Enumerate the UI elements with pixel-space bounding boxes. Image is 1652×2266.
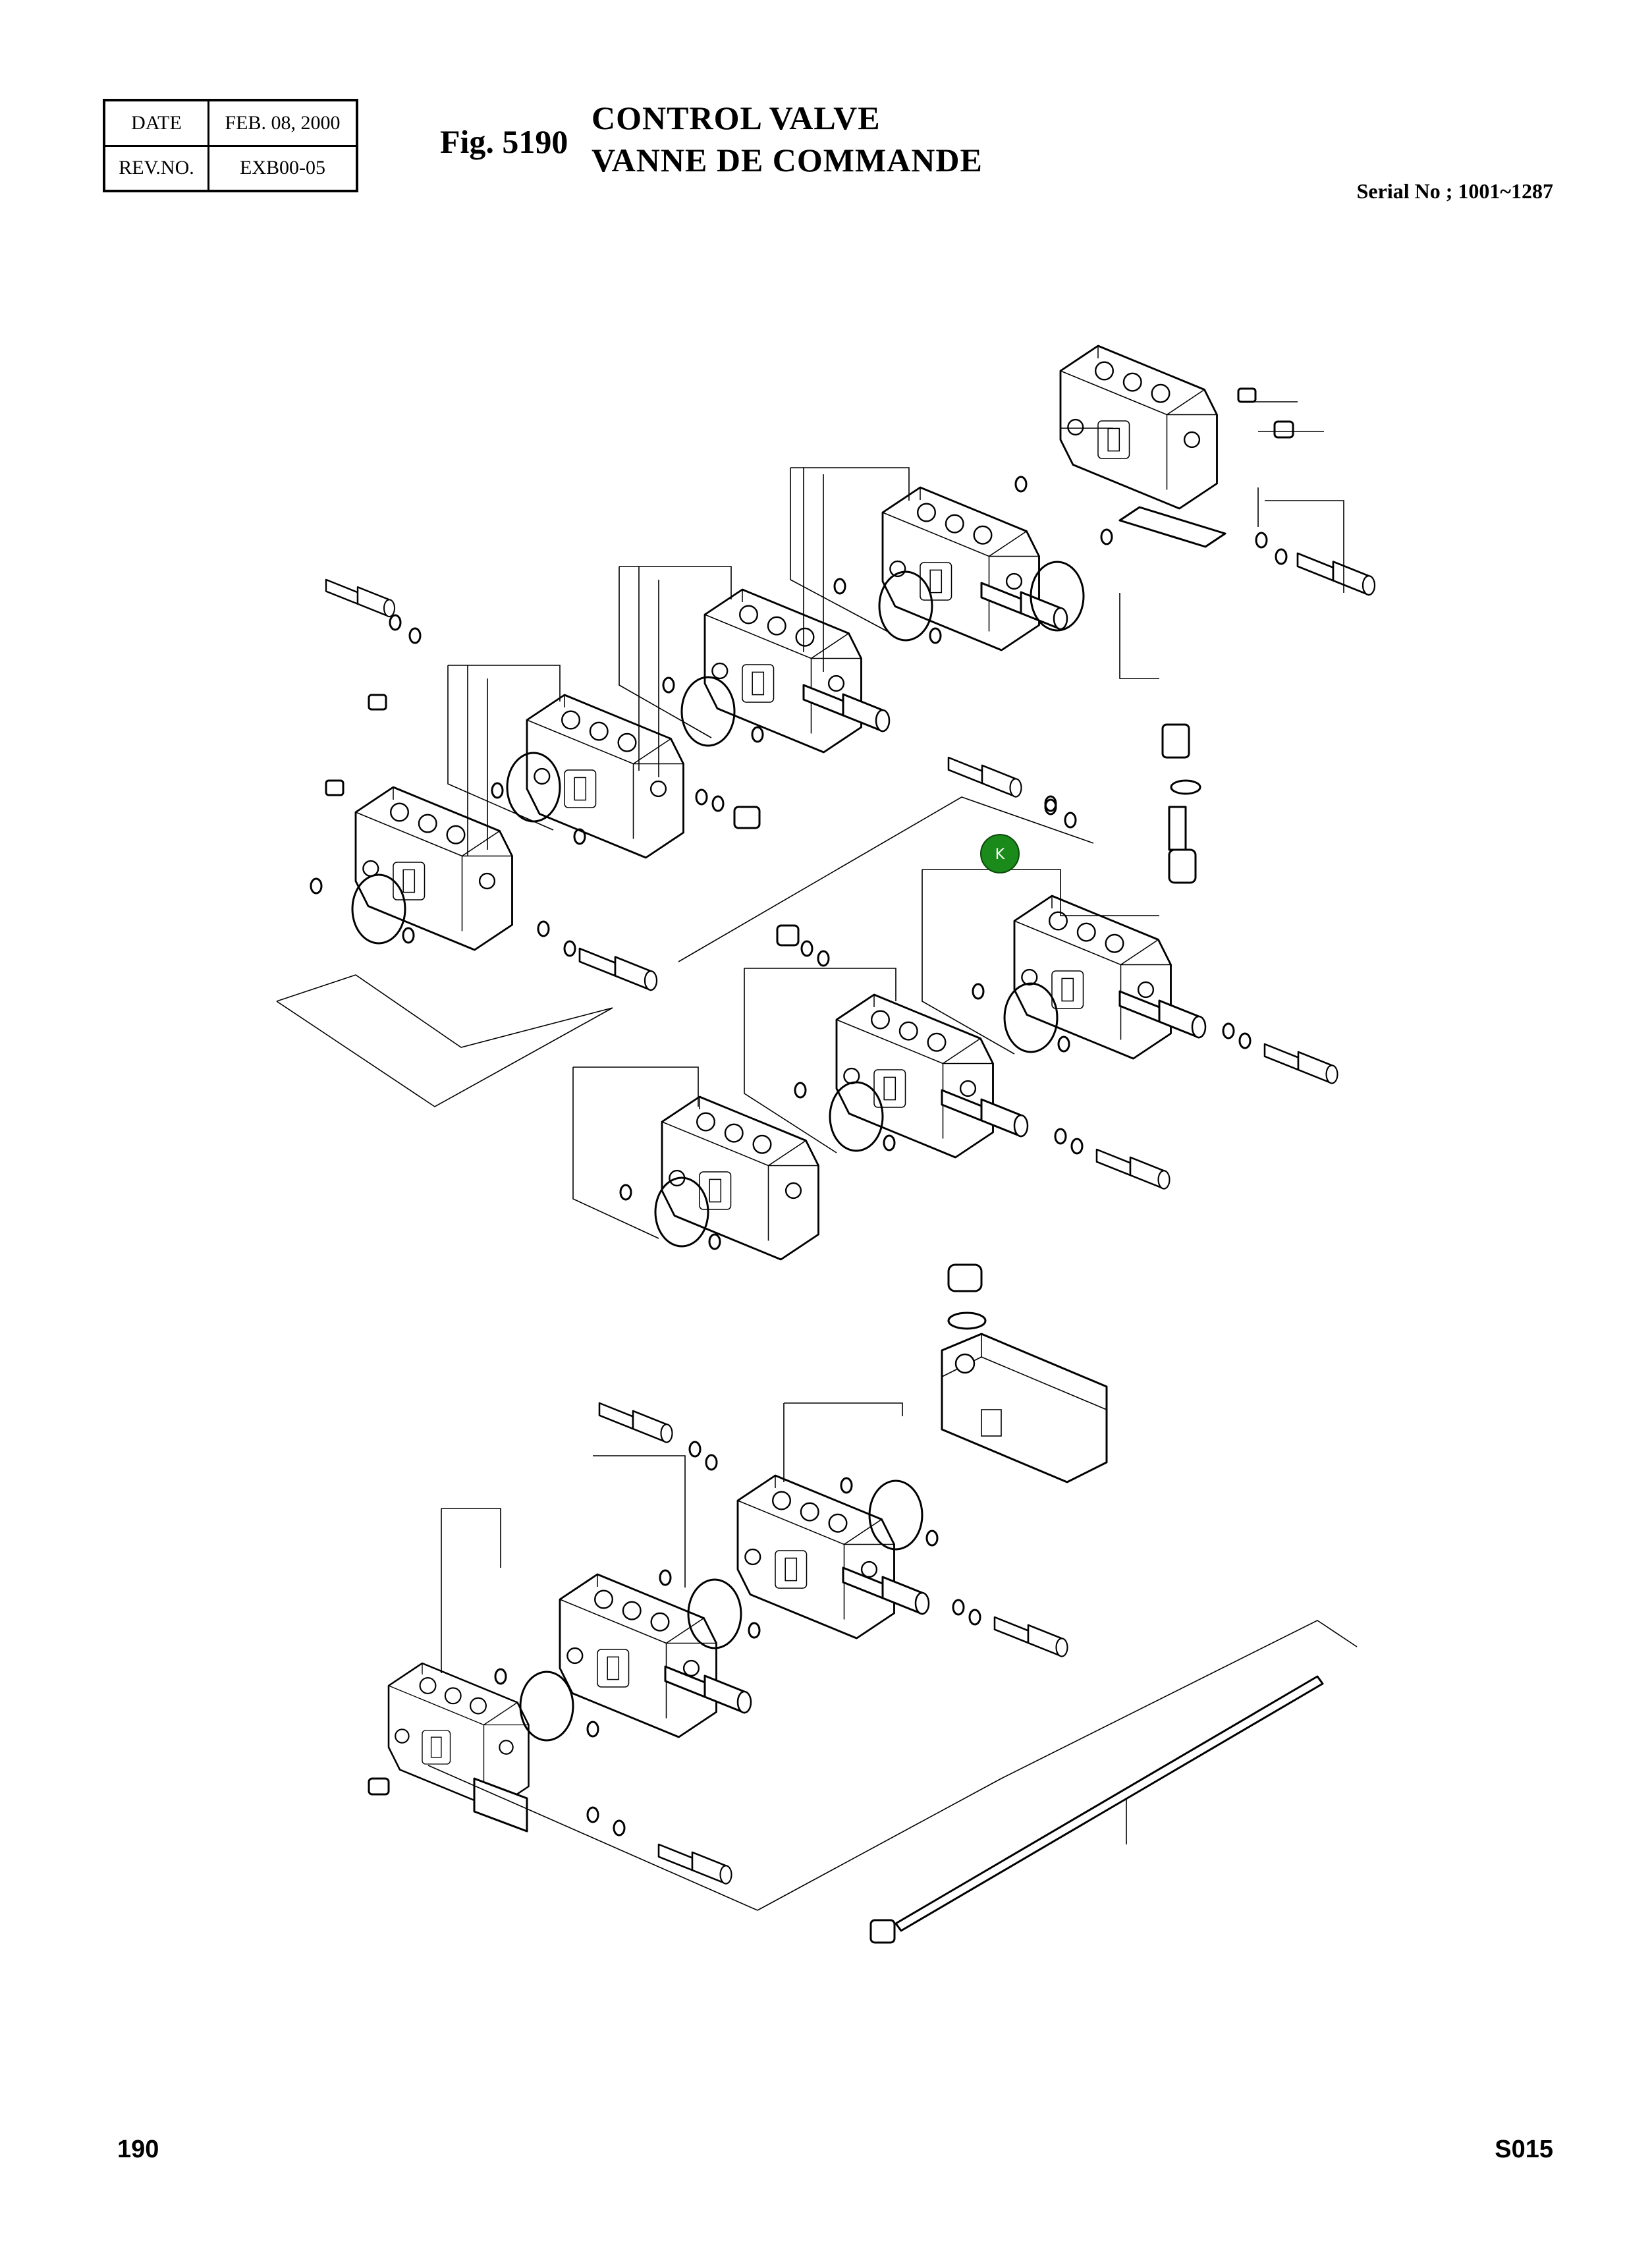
lower-section-1 [736, 1474, 930, 1640]
upper-section-2 [703, 588, 891, 754]
inlet-section-top [1059, 345, 1226, 548]
upper-end-section [354, 786, 513, 951]
outlet-section-bottom [941, 1333, 1108, 1483]
figure-number: Fig. 5190 [440, 123, 568, 160]
page-number: 190 [117, 2136, 159, 2163]
middle-section-2 [835, 993, 1029, 1159]
date-label: DATE [103, 99, 209, 147]
title-english: CONTROL VALVE [592, 99, 881, 136]
callout-badge-k: K [980, 834, 1020, 873]
lower-end-section [387, 1662, 530, 1833]
leader-lines [276, 401, 1358, 1911]
callout-badge-label: K [995, 846, 1005, 863]
section-code: S015 [1495, 2136, 1553, 2163]
serial-range: Serial No ; 1001~1287 [1356, 179, 1553, 203]
title-french: VANNE DE COMMANDE [592, 142, 983, 179]
rev-value: EXB00-05 [207, 144, 358, 192]
date-value: FEB. 08, 2000 [207, 99, 358, 147]
revision-table: DATE FEB. 08, 2000 REV.NO. EXB00-05 [103, 99, 358, 192]
rev-label: REV.NO. [103, 144, 209, 192]
middle-section-1 [1013, 895, 1207, 1060]
lower-section-2 [559, 1573, 752, 1738]
upper-section-1 [881, 486, 1068, 651]
upper-section-3 [526, 694, 684, 859]
